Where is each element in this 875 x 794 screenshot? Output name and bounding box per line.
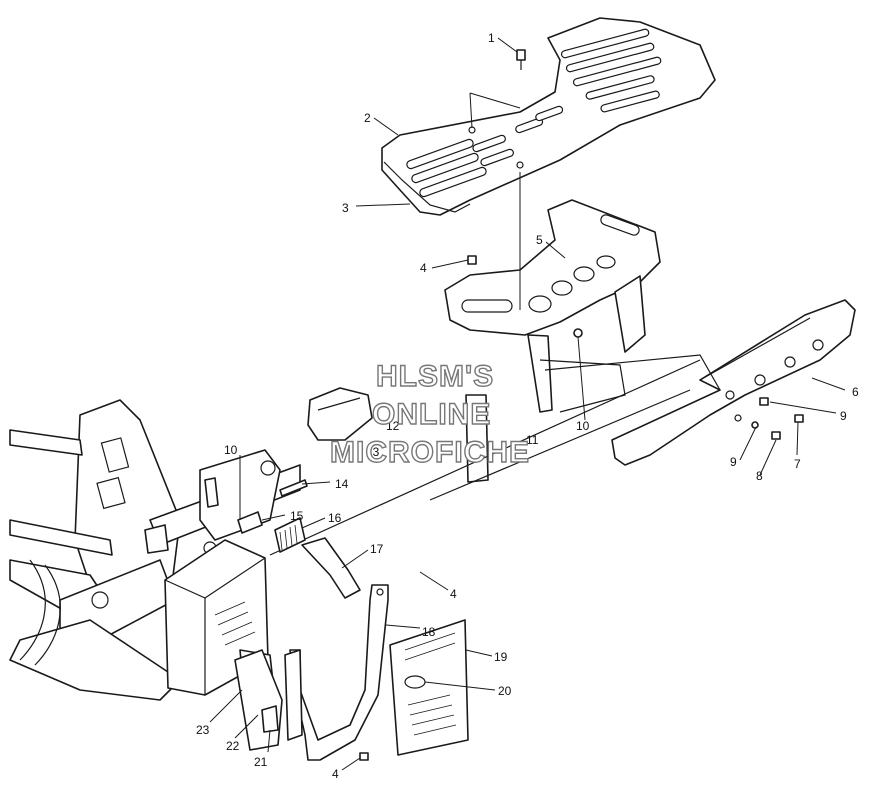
callout-16: 16 [328,511,342,525]
rear-bumper-part [611,299,856,466]
rack-top-slots [406,28,662,198]
callout-10b: 10 [224,443,238,457]
callout-15: 15 [290,509,304,523]
rack-top-part [381,17,716,216]
watermark: HLSM'S ONLINE MICROFICHE [329,359,530,469]
callout-23: 23 [196,723,210,737]
callout-11: 11 [526,433,539,447]
callout-2: 2 [364,111,371,125]
callout-17: 17 [370,542,384,556]
plate-21-23 [234,649,283,751]
callout-19: 19 [494,650,508,664]
hardware-14-16 [237,479,361,599]
mud-flap-part [389,619,469,756]
callout-22: 22 [226,739,240,753]
watermark-line-2: ONLINE [372,398,491,431]
callout-4a: 4 [420,261,427,275]
leader-lines [209,37,846,771]
callout-7: 7 [794,457,801,471]
callout-numbers: 1 2 3 4 5 6 7 8 9 9 10 10 11 12 13 14 15… [196,31,859,781]
callout-14: 14 [335,477,349,491]
taillight-part [307,387,373,441]
callout-21: 21 [254,755,268,769]
callout-9b: 9 [730,455,737,469]
callout-12: 12 [386,419,400,433]
watermark-line-3: MICROFICHE [330,436,530,469]
callout-5: 5 [536,233,543,247]
rack-support-part [444,199,661,483]
callout-18: 18 [422,625,436,639]
watermark-line-1: HLSM'S [376,360,494,393]
callout-9a: 9 [840,409,847,423]
mud-flap-bracket-part [284,584,389,761]
callout-1: 1 [488,31,495,45]
callout-3: 3 [342,201,349,215]
callout-8: 8 [756,469,763,483]
callout-6: 6 [852,385,859,399]
frame-rails [269,354,721,556]
fasteners [359,49,804,761]
callout-20: 20 [498,684,512,698]
callout-13: 13 [366,445,380,459]
callout-10a: 10 [576,419,590,433]
callout-4c: 4 [332,767,339,781]
callout-4b: 4 [450,587,457,601]
